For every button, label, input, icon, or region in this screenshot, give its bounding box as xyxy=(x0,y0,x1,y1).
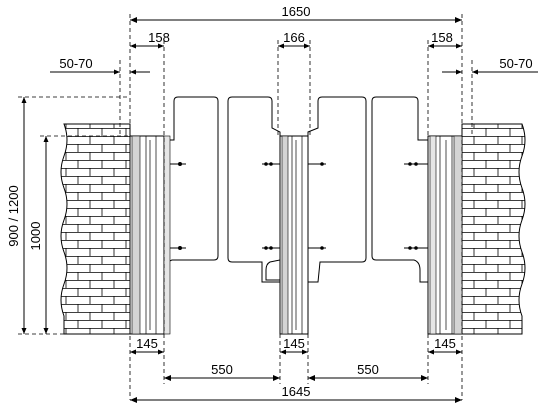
wing-panel-4 xyxy=(371,96,429,283)
left-post xyxy=(129,135,186,335)
dim-passage-right: 550 xyxy=(357,362,379,377)
dim-post-bottom-right: 145 xyxy=(434,336,456,351)
right-post xyxy=(404,135,463,335)
dim-post-top-center: 166 xyxy=(283,30,305,45)
wing-panel-3 xyxy=(307,96,367,283)
dim-post-bottom-left: 145 xyxy=(136,336,158,351)
right-brick-wall xyxy=(461,123,526,335)
dim-total-top: 1650 xyxy=(282,4,311,19)
extension-lines xyxy=(18,14,473,400)
wing-panel-2 xyxy=(227,96,281,283)
dim-gap-left: 50-70 xyxy=(59,56,92,71)
dim-post-top-left: 158 xyxy=(148,30,170,45)
dim-post-bottom-center: 145 xyxy=(283,336,305,351)
center-post xyxy=(262,135,326,335)
dim-height-outer: 900 / 1200 xyxy=(6,185,21,246)
dim-passage-left: 550 xyxy=(211,362,233,377)
dim-height-inner: 1000 xyxy=(28,222,43,251)
dim-gap-right: 50-70 xyxy=(499,56,532,71)
dimension-lines xyxy=(21,17,538,403)
dim-total-bottom: 1645 xyxy=(282,384,311,399)
dim-post-top-right: 158 xyxy=(431,30,453,45)
left-brick-wall xyxy=(60,123,131,335)
wing-panel-1 xyxy=(159,96,219,283)
